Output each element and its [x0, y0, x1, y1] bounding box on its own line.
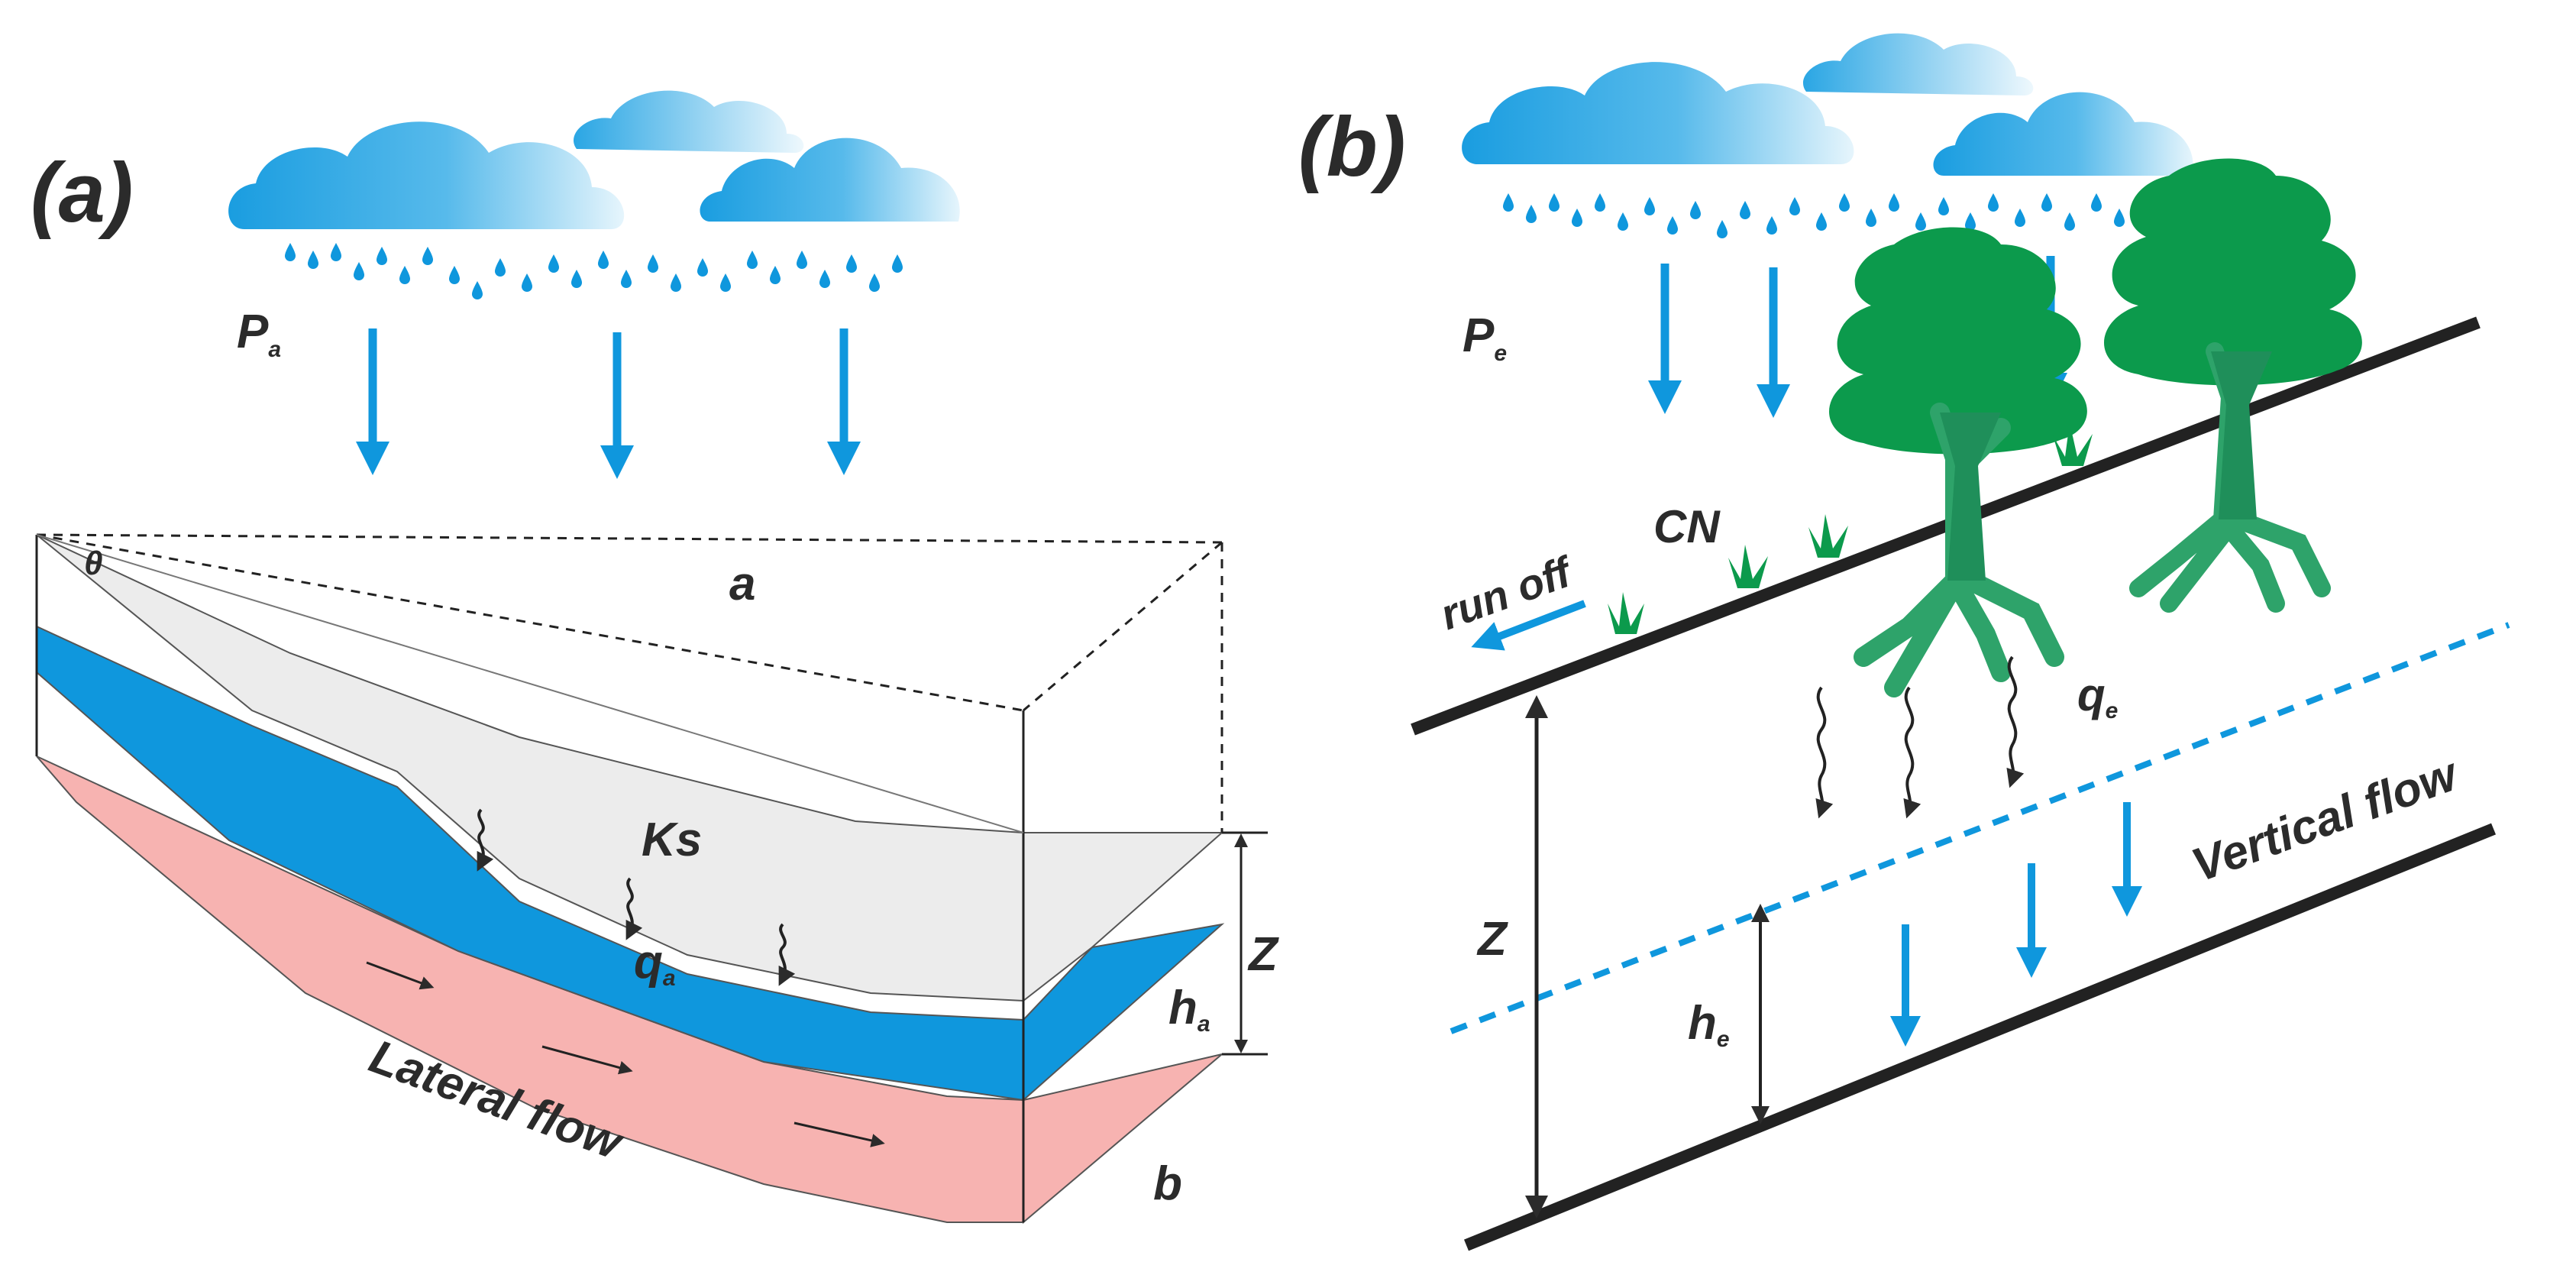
water-table-line — [1450, 622, 2510, 1034]
dimension-a-label: a — [729, 558, 755, 610]
panel-a: (a) Pa — [31, 90, 1279, 1225]
vertical-flow-label: Vertical flow — [2185, 747, 2466, 892]
runoff-arrow — [1471, 600, 1586, 651]
panel-b-tag: (b) — [1298, 100, 1405, 194]
depth-label-a: Z — [1247, 928, 1279, 981]
runoff-label: run off — [1434, 546, 1581, 639]
lateral-flow-end-face — [1023, 1053, 1223, 1225]
panel-b: (b) Pe — [1298, 33, 2510, 1251]
flux-label-a: qa — [634, 936, 676, 991]
cn-label: CN — [1653, 501, 1721, 552]
panel-a-tag: (a) — [31, 146, 133, 240]
head-label-a: ha — [1168, 982, 1210, 1037]
raindrop-icon — [285, 243, 903, 299]
bedrock-line — [1463, 823, 2497, 1251]
precip-label-a: Pa — [237, 306, 281, 362]
cloud-icon — [228, 90, 960, 229]
depth-dimension-a — [1222, 831, 1268, 1056]
depth-label-b: Z — [1476, 913, 1508, 966]
grass-tuft-icon — [1608, 422, 2093, 634]
soil-ks-layer — [36, 534, 1224, 1002]
infiltration-arrows-b — [1815, 655, 2025, 819]
dimension-b-label: b — [1153, 1157, 1182, 1210]
precipitation-arrows-a — [356, 328, 861, 479]
raindrop-icon — [1503, 193, 2125, 238]
infiltration-arrows-a — [477, 808, 796, 986]
slope-block-outline — [35, 533, 1223, 1222]
head-label-b: he — [1688, 997, 1730, 1052]
cloud-icon — [1462, 33, 2193, 176]
flux-label-b: qe — [2077, 669, 2118, 723]
percolation-arrows-b — [1890, 802, 2142, 1047]
tree-icon — [1829, 158, 2362, 697]
ks-label: Ks — [642, 814, 702, 866]
precip-label-b: Pe — [1463, 309, 1507, 366]
lateral-arrows — [366, 961, 885, 1147]
theta-label: θ — [84, 545, 103, 582]
